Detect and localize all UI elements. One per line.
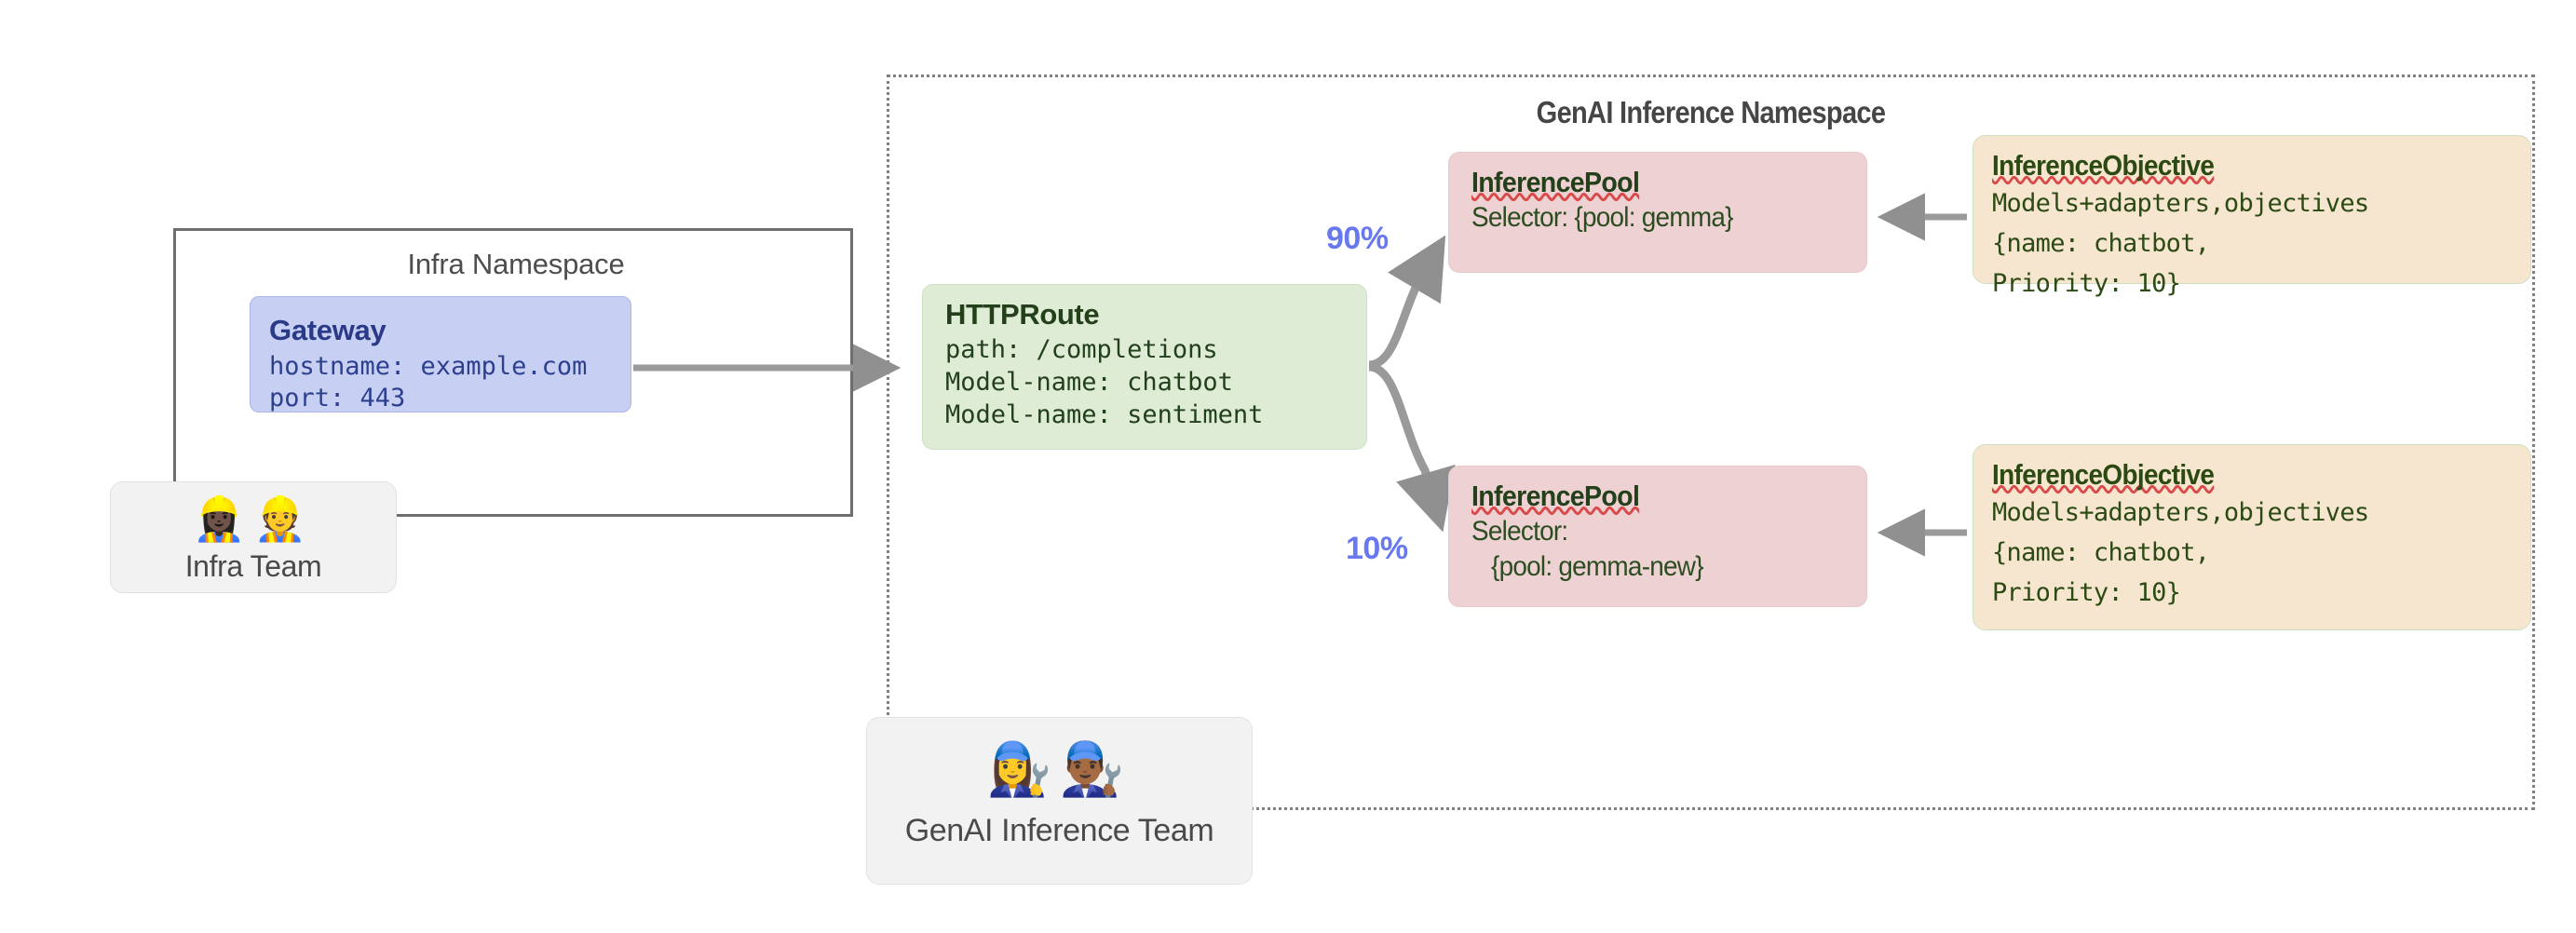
httproute-title: HTTPRoute [945, 298, 1100, 331]
inferenceobjective-bottom-models: Models+adapters,objectives [1992, 498, 2369, 527]
inferenceobjective-bottom-title: InferenceObjective [1992, 458, 2215, 491]
inferencepool-gemma-selector: Selector: {pool: gemma} [1471, 202, 1733, 233]
team-chip-genai[interactable]: 👩‍🔧👨🏾‍🔧 GenAI Inference Team [866, 717, 1253, 885]
gateway-title: Gateway [269, 314, 386, 346]
construction-worker-icon: 👷🏿‍♀️👷 [192, 494, 315, 544]
httproute-path: path: /completions [945, 335, 1218, 364]
node-inferencepool-gemma-new[interactable]: InferencePool Selector: {pool: gemma-new… [1448, 466, 1867, 607]
inferenceobjective-bottom-priority: Priority: 10} [1992, 578, 2181, 607]
node-inferenceobjective-bottom[interactable]: InferenceObjective Models+adapters,objec… [1973, 444, 2531, 630]
team-genai-label: GenAI Inference Team [904, 813, 1214, 848]
inferenceobjective-top-title: InferenceObjective [1992, 149, 2215, 182]
node-inferenceobjective-top[interactable]: InferenceObjective Models+adapters,objec… [1973, 135, 2531, 298]
inferencepool-gemma-new-title: InferencePool [1471, 480, 1640, 512]
httproute-model-name-chatbot: Model-name: chatbot [945, 368, 1233, 397]
mechanic-icon: 👩‍🔧👨🏾‍🔧 [986, 739, 1132, 800]
inferencepool-gemma-new-selector-value: {pool: gemma-new} [1471, 551, 1704, 582]
inferenceobjective-bottom-name: {name: chatbot, [1992, 538, 2210, 567]
gateway-hostname: hostname: example.com [269, 352, 588, 381]
inferencepool-gemma-title: InferencePool [1471, 166, 1640, 198]
inferenceobjective-top-name: {name: chatbot, [1992, 229, 2210, 258]
namespace-infra-boundary: Infra Namespace [173, 228, 853, 517]
namespace-genai-boundary [887, 74, 2535, 810]
namespace-infra-label: Infra Namespace [407, 248, 625, 280]
gateway-port: port: 443 [269, 384, 406, 412]
node-inferencepool-gemma[interactable]: InferencePool Selector: {pool: gemma} [1448, 152, 1867, 273]
traffic-weight-90: 90% [1326, 221, 1389, 256]
traffic-weight-10: 10% [1346, 531, 1408, 566]
node-gateway[interactable]: Gateway hostname: example.com port: 443 [250, 296, 631, 412]
node-httproute[interactable]: HTTPRoute path: /completions Model-name:… [922, 284, 1367, 450]
inferenceobjective-top-models: Models+adapters,objectives [1992, 189, 2369, 218]
team-infra-label: Infra Team [184, 549, 322, 583]
httproute-model-name-sentiment: Model-name: sentiment [945, 400, 1264, 429]
team-chip-infra[interactable]: 👷🏿‍♀️👷 Infra Team [110, 481, 397, 593]
namespace-genai-label: GenAI Inference Namespace [1536, 95, 1886, 129]
inferencepool-gemma-new-selector-label: Selector: [1471, 516, 1568, 547]
inferenceobjective-top-priority: Priority: 10} [1992, 269, 2181, 298]
